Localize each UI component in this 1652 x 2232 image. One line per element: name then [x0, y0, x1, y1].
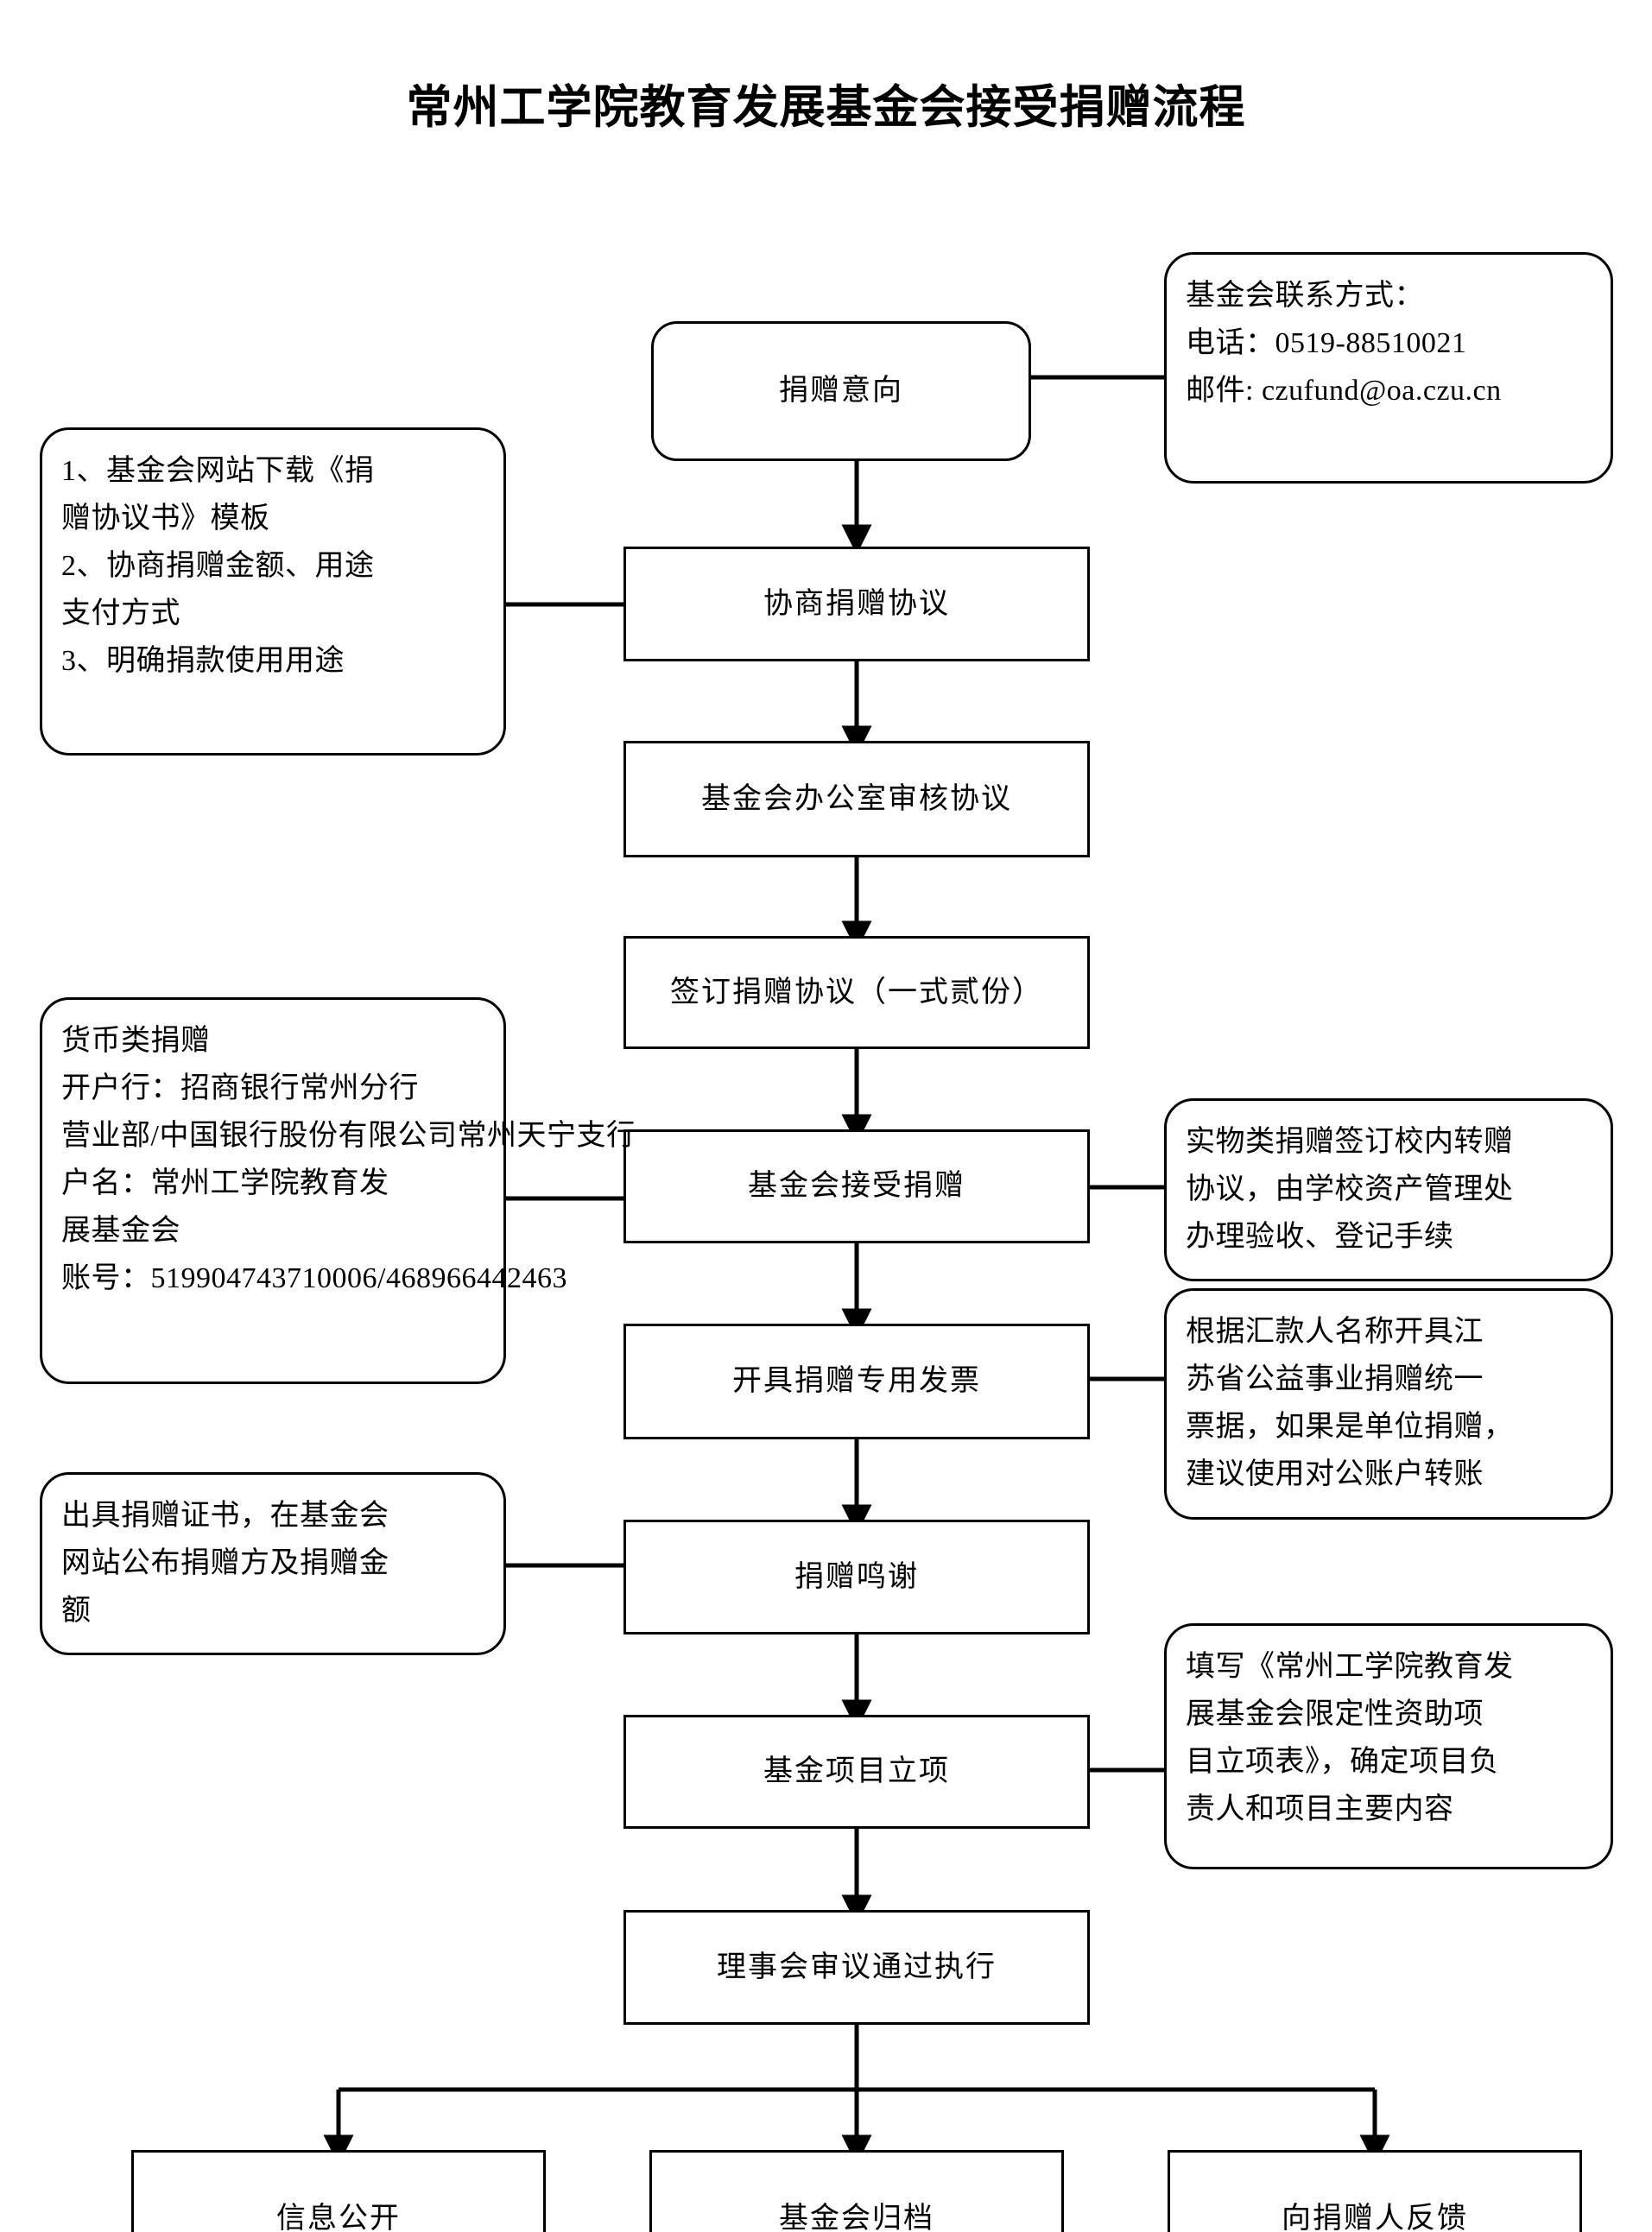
process-node-council[interactable]: 理事会审议通过执行	[623, 1910, 1090, 2025]
note-line: 邮件: czufund@oa.czu.cn	[1186, 375, 1502, 408]
note-line: 实物类捐赠签订校内转赠	[1186, 1126, 1514, 1158]
node-label: 基金会办公室审核协议	[701, 782, 1012, 815]
node-label: 开具捐赠专用发票	[732, 1365, 981, 1398]
note-in-kind-donation: 实物类捐赠签订校内转赠 协议，由学校资产管理处 办理验收、登记手续	[1164, 1098, 1613, 1281]
note-line: 责人和项目主要内容	[1186, 1793, 1454, 1826]
note-bank-account: 货币类捐赠 开户行：招商银行常州分行 营业部/中国银行股份有限公司常州天宁支行 …	[40, 997, 636, 1384]
terminal-node-disclosure[interactable]: 信息公开	[131, 2150, 546, 2232]
note-line: 协议，由学校资产管理处	[1186, 1173, 1514, 1206]
note-line: 展基金会限定性资助项	[1186, 1698, 1484, 1731]
note-line: 2、协商捐赠金额、用途	[61, 550, 375, 583]
note-line: 出具捐赠证书，在基金会	[61, 1500, 389, 1532]
node-label: 基金会归档	[779, 2203, 934, 2232]
note-line: 开户行：招商银行常州分行	[61, 1072, 419, 1105]
note-project-application-form: 填写《常州工学院教育发 展基金会限定性资助项 目立项表》，确定项目负 责人和项目…	[1164, 1623, 1613, 1869]
note-line: 营业部/中国银行股份有限公司常州天宁支行	[61, 1120, 636, 1153]
note-contact: 基金会联系方式： 电话：0519-88510021 邮件: czufund@oa…	[1164, 252, 1613, 484]
note-line: 支付方式	[61, 598, 180, 630]
note-line: 账号：519904743710006/468966442463	[61, 1262, 567, 1295]
note-line: 额	[61, 1595, 92, 1628]
node-label: 捐赠意向	[779, 375, 903, 408]
page-title: 常州工学院教育发展基金会接受捐赠流程	[406, 81, 1246, 134]
process-node-sign[interactable]: 签订捐赠协议（一式贰份）	[623, 936, 1090, 1049]
node-label: 协商捐赠协议	[763, 587, 950, 620]
terminal-node-feedback[interactable]: 向捐赠人反馈	[1168, 2150, 1582, 2232]
node-label: 基金会接受捐赠	[748, 1170, 965, 1203]
process-node-accept[interactable]: 基金会接受捐赠	[623, 1129, 1090, 1243]
note-line: 1、基金会网站下载《捐	[61, 455, 375, 487]
node-label: 捐赠鸣谢	[794, 1560, 919, 1593]
process-node-invoice[interactable]: 开具捐赠专用发票	[623, 1324, 1090, 1439]
process-node-thanks[interactable]: 捐赠鸣谢	[623, 1520, 1090, 1634]
note-line: 网站公布捐赠方及捐赠金	[61, 1547, 389, 1580]
note-line: 目立项表》，确定项目负	[1186, 1746, 1499, 1779]
note-line: 办理验收、登记手续	[1186, 1221, 1454, 1254]
note-agreement-preparation: 1、基金会网站下载《捐 赠协议书》模板 2、协商捐赠金额、用途 支付方式 3、明…	[40, 427, 506, 756]
note-line: 基金会联系方式：	[1186, 280, 1424, 312]
note-donation-certificate: 出具捐赠证书，在基金会 网站公布捐赠方及捐赠金 额	[40, 1472, 506, 1655]
note-line: 电话：0519-88510021	[1186, 327, 1467, 360]
note-receipt-rules: 根据汇款人名称开具江 苏省公益事业捐赠统一 票据，如果是单位捐赠， 建议使用对公…	[1164, 1288, 1613, 1520]
note-line: 建议使用对公账户转账	[1186, 1458, 1484, 1491]
process-node-negotiate[interactable]: 协商捐赠协议	[623, 547, 1090, 661]
node-label: 签订捐赠协议（一式贰份）	[670, 976, 1043, 1009]
node-label: 基金项目立项	[763, 1755, 950, 1788]
process-node-review[interactable]: 基金会办公室审核协议	[623, 741, 1090, 857]
note-line: 填写《常州工学院教育发	[1186, 1651, 1514, 1683]
note-line: 货币类捐赠	[61, 1025, 211, 1057]
note-line: 赠协议书》模板	[61, 503, 270, 535]
note-line: 根据汇款人名称开具江	[1186, 1316, 1484, 1348]
terminal-node-archive[interactable]: 基金会归档	[649, 2150, 1064, 2232]
node-label: 理事会审议通过执行	[717, 1951, 997, 1983]
note-line: 苏省公益事业捐赠统一	[1186, 1363, 1484, 1396]
note-line: 展基金会	[61, 1215, 180, 1248]
process-node-project[interactable]: 基金项目立项	[623, 1715, 1090, 1829]
node-label: 信息公开	[276, 2203, 401, 2232]
process-node-intent[interactable]: 捐赠意向	[651, 321, 1031, 461]
node-label: 向捐赠人反馈	[1282, 2203, 1468, 2232]
note-line: 3、明确捐款使用用途	[61, 645, 345, 678]
note-line: 票据，如果是单位捐赠，	[1186, 1411, 1514, 1444]
note-line: 户名：常州工学院教育发	[61, 1167, 389, 1200]
